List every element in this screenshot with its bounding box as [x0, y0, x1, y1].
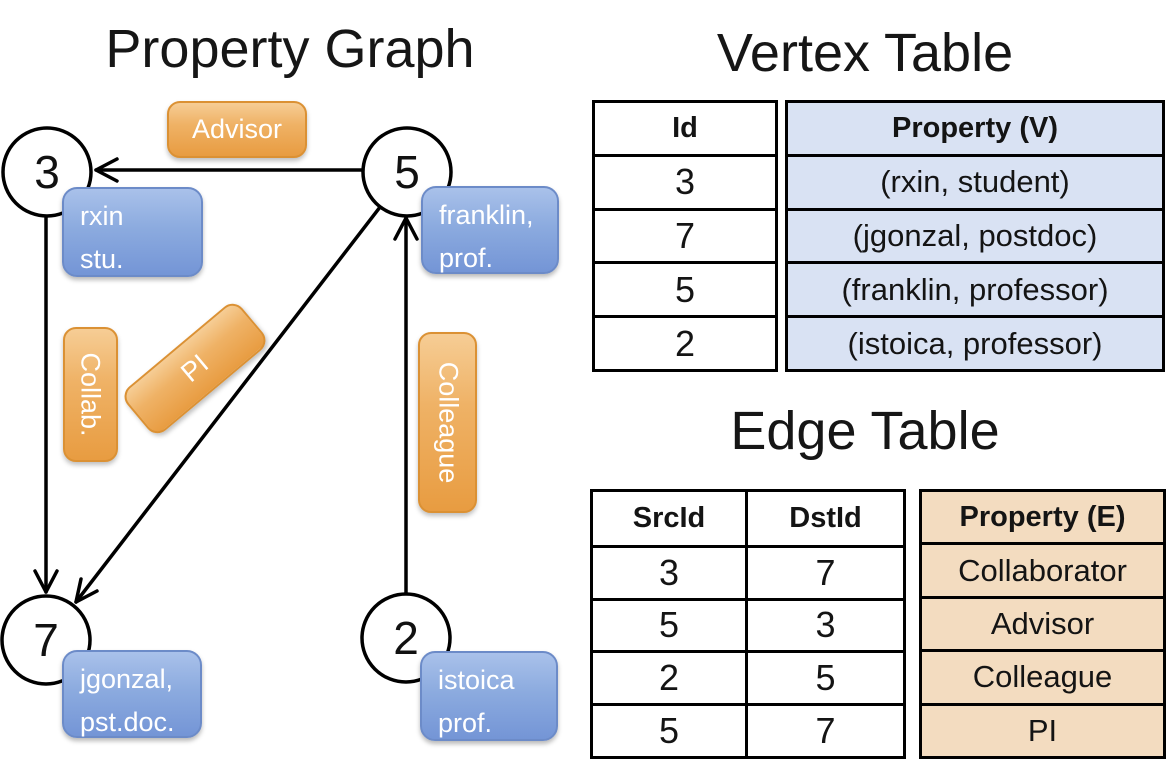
edge-collab-arrowhead — [33, 569, 59, 594]
node-property-line: jgonzal, — [80, 664, 174, 694]
edge-table-dst-cell: 3 — [748, 597, 903, 651]
edge-label-text: Collab. — [76, 352, 107, 437]
edge-table-dst-cell: 7 — [748, 544, 903, 598]
node-id-2: 2 — [393, 612, 419, 664]
vertex-table-property-header: Property (V) — [892, 111, 1058, 144]
node-property-line: stu. — [80, 244, 124, 275]
vertex-table-property-column: Property (V) (rxin, student) (jgonzal, p… — [785, 100, 1165, 372]
vertex-table-property-cell: (rxin, student) — [788, 153, 1162, 208]
vertex-table-id-cell: 7 — [595, 207, 775, 262]
edge-table-property-header: Property (E) — [959, 500, 1126, 533]
node-property-box-7: jgonzal, pst.doc. — [62, 650, 202, 738]
edge-table-title: Edge Table — [730, 401, 1000, 461]
edge-table-src-cell: 2 — [593, 650, 748, 704]
node-property-line: prof. — [438, 708, 493, 739]
node-property-line: pst.doc. — [80, 707, 175, 738]
edge-table-src-dst-columns: SrcId DstId 3 7 5 3 2 5 5 7 — [590, 489, 906, 759]
vertex-table-title: Vertex Table — [716, 23, 1014, 83]
edge-pi-line — [74, 170, 409, 604]
node-property-line: rxin — [80, 201, 124, 231]
edge-table-dst-cell: 5 — [748, 650, 903, 703]
edge-colleague-arrowhead — [393, 216, 419, 241]
node-id-7: 7 — [33, 614, 59, 666]
edge-table-src-cell: 5 — [593, 703, 748, 756]
vertex-table-id-cell: 5 — [595, 261, 775, 315]
edge-label-text: PI — [175, 348, 215, 388]
edge-label-advisor: Advisor — [167, 101, 307, 158]
edge-advisor-arrowhead — [94, 157, 119, 183]
edge-table-property-cell: Colleague — [922, 649, 1163, 702]
property-graph-title: Property Graph — [105, 19, 475, 79]
edge-pi-arrowhead — [74, 577, 99, 604]
node-property-box-3: rxin stu. — [62, 187, 203, 277]
node-property-line: prof. — [439, 243, 494, 274]
edge-table-property-column: Property (E) Collaborator Advisor Collea… — [919, 489, 1166, 759]
edge-label-text: Advisor — [191, 114, 283, 144]
node-property-line: istoica — [438, 665, 515, 695]
vertex-table-property-cell: (jgonzal, postdoc) — [788, 207, 1162, 262]
edge-table-property-cell: PI — [922, 702, 1163, 756]
vertex-table-id-cell: 3 — [595, 153, 775, 208]
edge-table-property-cell: Advisor — [922, 595, 1163, 649]
vertex-table-property-cell: (istoica, professor) — [788, 315, 1162, 369]
vertex-table-id-column: Id 3 7 5 2 — [592, 100, 778, 372]
edge-table-srcid-header: SrcId — [593, 492, 748, 545]
edge-table-dstid-header: DstId — [789, 501, 862, 534]
vertex-table-property-cell: (franklin, professor) — [788, 261, 1162, 315]
node-property-box-5: franklin, prof. — [421, 186, 559, 274]
edge-table-src-cell: 3 — [593, 544, 748, 598]
edge-label-collab: Collab. — [63, 327, 118, 462]
edge-label-text: Colleague — [433, 361, 463, 484]
edge-label-colleague: Colleague — [418, 332, 477, 513]
vertex-table-id-cell: 2 — [595, 315, 775, 369]
edge-table-property-cell: Collaborator — [922, 542, 1163, 595]
edge-table-dst-cell: 7 — [748, 703, 903, 756]
edge-table-src-cell: 5 — [593, 597, 748, 651]
vertex-table-id-header: Id — [672, 111, 698, 144]
node-property-line: franklin, — [439, 200, 534, 230]
node-id-3: 3 — [34, 146, 60, 198]
node-property-box-2: istoica prof. — [420, 651, 558, 741]
node-id-5: 5 — [394, 146, 420, 198]
